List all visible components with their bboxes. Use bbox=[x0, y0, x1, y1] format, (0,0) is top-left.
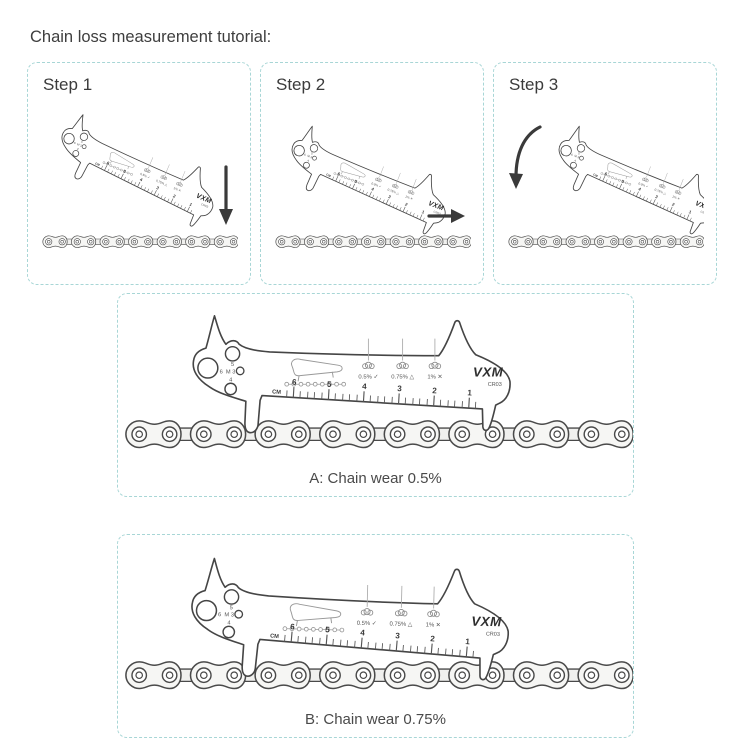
panel-chain-wear-b: B: Chain wear 0.75% bbox=[117, 534, 634, 738]
panel-b-caption: B: Chain wear 0.75% bbox=[305, 711, 446, 728]
step-label-2: Step 2 bbox=[276, 75, 326, 94]
step-2-illustration bbox=[273, 121, 471, 273]
steps-row: Step 1 Step 2 bbox=[27, 62, 717, 285]
step-card-3: Step 3 bbox=[493, 62, 717, 285]
panel-a-illustration bbox=[118, 314, 633, 462]
right-arrow-icon bbox=[427, 209, 465, 223]
page-title: Chain loss measurement tutorial: bbox=[30, 28, 272, 46]
step-3-illustration bbox=[506, 121, 704, 273]
step-1-illustration bbox=[40, 109, 238, 273]
panel-b-illustration bbox=[118, 557, 633, 703]
panel-a-caption: A: Chain wear 0.5% bbox=[309, 470, 442, 487]
panel-chain-wear-a: A: Chain wear 0.5% bbox=[117, 293, 634, 497]
down-arrow-icon bbox=[219, 165, 233, 225]
rotate-down-arrow-icon bbox=[509, 125, 542, 189]
step-card-2: Step 2 bbox=[260, 62, 484, 285]
step-card-1: Step 1 bbox=[27, 62, 251, 285]
step-label-1: Step 1 bbox=[43, 75, 93, 94]
step-label-3: Step 3 bbox=[509, 75, 559, 94]
